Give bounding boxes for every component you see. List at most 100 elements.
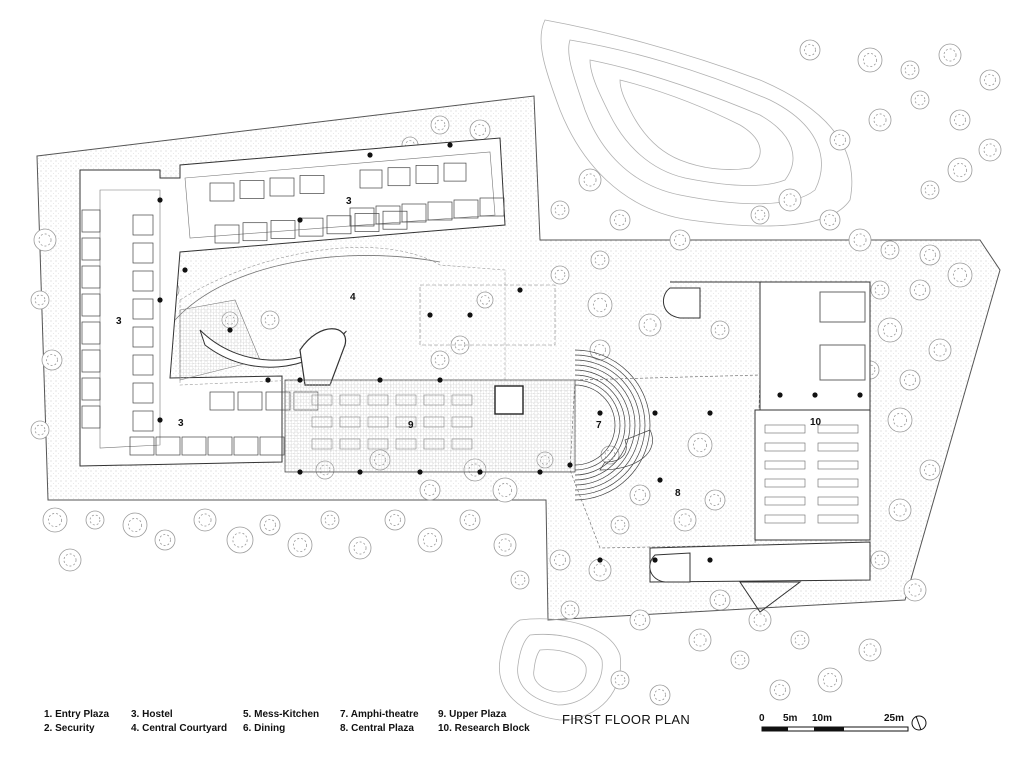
amphitheatre-step	[574, 384, 616, 466]
tree-canopy	[853, 233, 867, 247]
legend-item: 10. Research Block	[438, 723, 530, 734]
tree-canopy	[834, 134, 846, 146]
tree-canopy	[709, 494, 721, 506]
tree-canopy	[774, 684, 786, 696]
tree-canopy	[753, 613, 767, 627]
curved-block	[299, 328, 347, 386]
tree-canopy	[48, 513, 63, 528]
hostel-room	[207, 436, 233, 456]
room-labels: 3 3 3 4 9 7 8 10	[116, 196, 822, 499]
tree-canopy	[614, 519, 626, 531]
tree-canopy	[783, 193, 797, 207]
column	[182, 267, 188, 273]
hostel-room	[81, 265, 101, 289]
hostel-room	[349, 207, 375, 227]
room-label: 10	[810, 417, 822, 428]
legend-item: 6. Dining	[243, 723, 286, 734]
tree-canopy	[422, 533, 437, 548]
dining-table	[339, 438, 361, 450]
amphitheatre	[574, 349, 653, 501]
tree-canopy	[232, 532, 248, 548]
column	[227, 327, 233, 333]
column	[652, 410, 658, 416]
column	[517, 287, 523, 293]
column	[437, 377, 443, 383]
north-arrow-icon	[911, 715, 927, 731]
tree-canopy	[127, 518, 142, 533]
dining-table	[311, 394, 333, 406]
tree-canopy	[924, 464, 936, 476]
hostel-room	[259, 436, 285, 456]
tree-canopy	[954, 114, 966, 126]
amphitheatre-step	[574, 369, 631, 481]
tree-canopy	[63, 553, 77, 567]
hostel-room	[359, 169, 383, 189]
tree-canopy	[953, 162, 968, 177]
tree-canopy	[674, 234, 686, 246]
tree-canopy	[593, 297, 608, 312]
dining-table	[451, 394, 473, 406]
courtyard-arc	[174, 255, 441, 321]
tree-canopy	[924, 249, 936, 261]
tree-canopy	[884, 244, 896, 256]
column	[777, 392, 783, 398]
hostel-room	[382, 210, 408, 230]
column	[417, 469, 423, 475]
research-desk	[764, 424, 806, 434]
amphitheatre-step	[574, 354, 646, 496]
column	[447, 142, 453, 148]
tree-canopy	[693, 633, 707, 647]
research-desk	[817, 442, 859, 452]
tree-canopy	[292, 538, 307, 553]
tree-canopy	[874, 554, 886, 566]
tree-canopy	[953, 267, 968, 282]
dining-table	[423, 416, 445, 428]
column	[652, 557, 658, 563]
hostel-room	[443, 162, 467, 182]
scale-label: 0	[759, 713, 765, 724]
research-desk	[817, 460, 859, 470]
hostel-room	[214, 224, 240, 244]
tree-canopy	[804, 44, 816, 56]
hostel-room	[479, 197, 505, 217]
hostel-room	[387, 167, 411, 187]
tree-canopy	[943, 48, 957, 62]
hostel-room	[132, 242, 154, 264]
tree-canopy	[424, 484, 436, 496]
tree-canopy	[34, 294, 46, 306]
dining-table	[367, 394, 389, 406]
research-desk	[817, 478, 859, 488]
column	[597, 557, 603, 563]
column	[297, 377, 303, 383]
dining-table	[339, 416, 361, 428]
research-block	[649, 281, 871, 613]
hostel-room	[181, 436, 207, 456]
tree-canopy	[924, 184, 936, 196]
tree-canopy	[594, 344, 606, 356]
tree-canopy	[634, 489, 646, 501]
tree-canopy	[734, 654, 746, 666]
column	[297, 217, 303, 223]
hostel-room	[209, 391, 235, 411]
tree-canopy	[434, 354, 446, 366]
hostel-room	[132, 382, 154, 404]
tree-canopy	[678, 513, 692, 527]
research-desk	[764, 478, 806, 488]
tree-canopy	[714, 324, 726, 336]
column	[477, 469, 483, 475]
tree-canopy	[604, 449, 616, 461]
research-desk	[817, 514, 859, 524]
dining-table	[423, 394, 445, 406]
tree-canopy	[434, 119, 446, 131]
legend-item: 1. Entry Plaza	[44, 709, 110, 720]
legend-col-4: 7. Amphi-theatre 8. Central Plaza	[340, 708, 419, 736]
hostel-room	[401, 203, 427, 223]
room-label: 4	[350, 292, 356, 303]
tree-canopy	[914, 284, 926, 296]
tree-canopy	[38, 233, 52, 247]
hostel-room	[375, 205, 401, 225]
hostel-room	[132, 270, 154, 292]
dining-table	[423, 438, 445, 450]
tree-canopy	[264, 314, 276, 326]
tree-canopy	[874, 284, 886, 296]
